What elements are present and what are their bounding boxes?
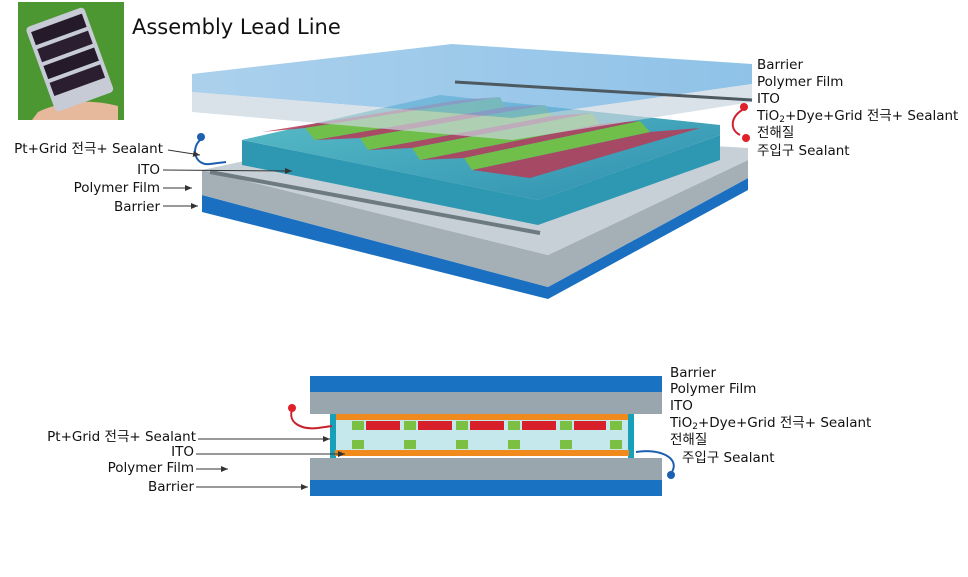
- top-right-label-injection-sealant: 주입구 Sealant: [757, 143, 850, 159]
- flexible-cell-photo: [18, 2, 124, 120]
- cs-right-label-injection-sealant: 주입구 Sealant: [682, 450, 775, 466]
- top-bottom-polymer-side: [202, 160, 748, 287]
- top-right-label-ito: ITO: [757, 91, 780, 107]
- top-left-label-barrier: Barrier: [113, 199, 160, 215]
- cs-bottom-barrier: [310, 480, 662, 496]
- cs-grid-top: [352, 421, 622, 430]
- top-left-label-ito: ITO: [137, 162, 160, 178]
- cs-left-label-ito: ITO: [171, 444, 194, 460]
- top-left-label-polymer: Polymer Film: [73, 180, 160, 196]
- top-ito-lead: [209, 170, 541, 235]
- cs-left-label-barrier: Barrier: [147, 479, 194, 495]
- cs-red-dot: [288, 404, 296, 412]
- cs-left-label-polymer: Polymer Film: [107, 460, 194, 476]
- cs-left-label-pt-grid: Pt+Grid 전극+ Sealant: [47, 429, 196, 445]
- cs-top-polymer: [310, 392, 662, 414]
- cs-seal-left: [330, 414, 336, 458]
- cs-top-barrier: [310, 376, 662, 392]
- top-ito-lead-upper: [454, 80, 753, 102]
- top-right-label-electrolyte: 전해질: [757, 125, 795, 141]
- top-cell-front: [242, 135, 720, 225]
- page-title: Assembly Lead Line: [132, 15, 341, 39]
- top-3d-diagram: [162, 44, 753, 299]
- cs-top-ito: [335, 414, 629, 420]
- top-right-label-tio2: TiO2+Dye+Grid 전극+ Sealant: [757, 108, 959, 125]
- top-bottom-barrier: [202, 178, 748, 299]
- top-right-label-barrier: Barrier: [757, 57, 804, 73]
- top-red-dot-1: [740, 103, 748, 111]
- top-red-dot-2: [742, 134, 750, 142]
- cs-right-label-electrolyte: 전해질: [670, 432, 708, 448]
- bottom-cross-section: [196, 376, 675, 496]
- cs-right-label-ito: ITO: [670, 398, 693, 414]
- cs-right-label-tio2: TiO2+Dye+Grid 전극+ Sealant: [670, 415, 872, 432]
- top-top-polymer: [192, 84, 752, 140]
- top-right-label-polymer: Polymer Film: [757, 74, 844, 90]
- cs-dye-blocks: [366, 421, 606, 430]
- cs-grid-bottom: [352, 440, 622, 449]
- cs-right-label-barrier: Barrier: [670, 365, 717, 381]
- cs-bottom-polymer: [310, 458, 662, 480]
- cs-right-label-polymer: Polymer Film: [670, 381, 757, 397]
- top-top-barrier: [192, 44, 752, 118]
- cs-bottom-ito: [335, 450, 629, 456]
- top-blue-dot: [197, 133, 205, 141]
- cs-seal-right: [628, 414, 634, 458]
- top-left-label-pt-grid: Pt+Grid 전극+ Sealant: [14, 141, 163, 157]
- cs-blue-dot: [667, 471, 675, 479]
